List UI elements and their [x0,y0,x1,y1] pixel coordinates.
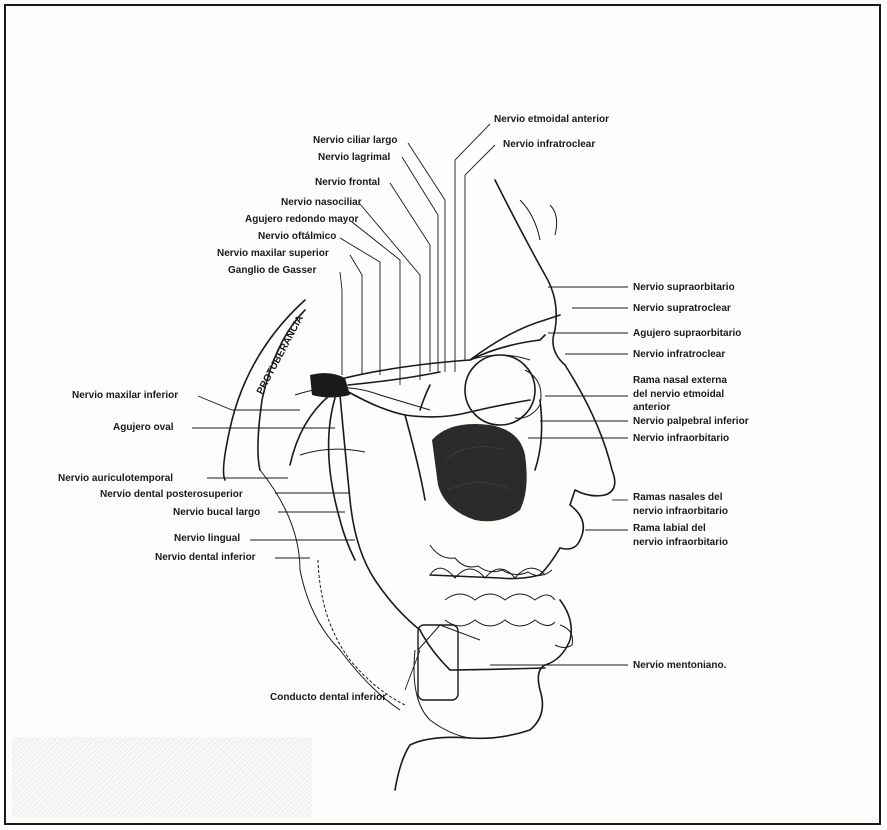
label-dental-inferior: Nervio dental inferior [155,552,256,563]
label-infraorbitario: Nervio infraorbitario [633,433,729,444]
label-lingual: Nervio lingual [174,533,240,544]
label-agujero-redondo: Agujero redondo mayor [245,214,358,225]
maxillary-sinus [432,424,527,521]
right-labels: Nervio supraorbitario Nervio supratrocle… [633,282,749,671]
label-rama-nasal-2: del nervio etmoidal [633,389,724,400]
label-maxilar-superior: Nervio maxilar superior [217,248,329,259]
label-frontal: Nervio frontal [315,177,380,188]
label-infratroclear: Nervio infratroclear [633,349,725,360]
label-rama-labial-2: nervio infraorbitario [633,537,728,548]
label-maxilar-inferior: Nervio maxilar inferior [72,390,178,401]
label-gasser: Ganglio de Gasser [228,265,316,276]
upper-teeth [430,545,552,578]
top-labels: Nervio etmoidal anterior Nervio ciliar l… [217,114,609,276]
label-nasociliar: Nervio nasociliar [281,197,362,208]
left-labels: Nervio maxilar inferior Agujero oval Ner… [58,390,386,703]
eye-globe [465,355,541,425]
label-etmoidal-anterior: Nervio etmoidal anterior [494,114,609,125]
label-bucal-largo: Nervio bucal largo [173,507,260,518]
label-agujero-oval: Agujero oval [113,422,174,433]
label-supraorbitario: Nervio supraorbitario [633,282,735,293]
label-palpebral: Nervio palpebral inferior [633,416,749,427]
label-rama-nasal-1: Rama nasal externa [633,375,727,386]
label-rama-labial-1: Rama labial del [633,523,706,534]
label-infratroclear-top: Nervio infratroclear [503,139,595,150]
label-mentoniano: Nervio mentoniano. [633,660,727,671]
label-ramas-nasales-1: Ramas nasales del [633,492,723,503]
label-oftalmico: Nervio oftálmico [258,231,336,242]
label-agujero-supraorbitario: Agujero supraorbitario [633,328,741,339]
label-lagrimal: Nervio lagrimal [318,152,390,163]
label-ciliar-largo: Nervio ciliar largo [313,135,397,146]
label-conducto-dental: Conducto dental inferior [270,692,386,703]
label-ramas-nasales-2: nervio infraorbitario [633,506,728,517]
label-supratroclear: Nervio supratroclear [633,303,731,314]
label-dental-posterosuperior: Nervio dental posterosuperior [100,489,243,500]
lower-teeth [418,594,555,700]
label-auriculotemporal: Nervio auriculotemporal [58,473,173,484]
label-rama-nasal-3: anterior [633,402,670,413]
